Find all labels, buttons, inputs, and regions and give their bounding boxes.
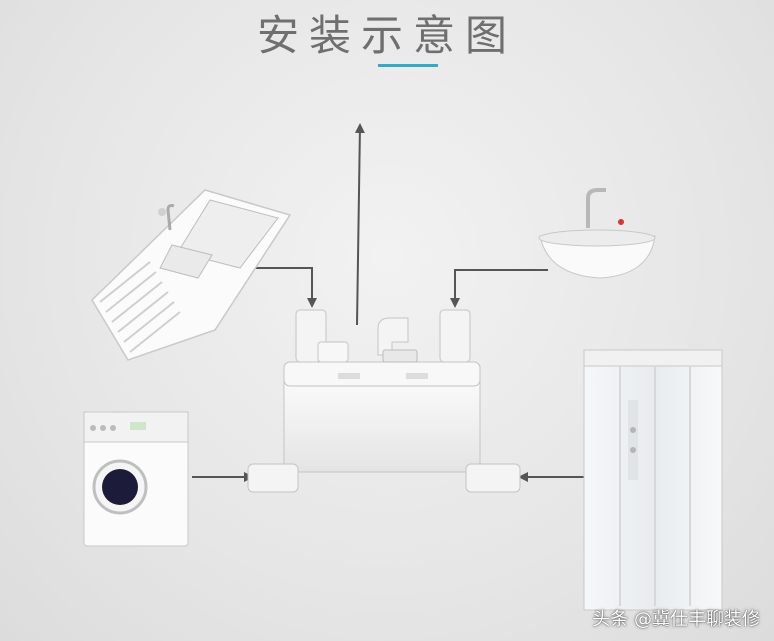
arrow-kitchen-sink [232,267,317,308]
watermark: 头条 @冀仕丰聊装修 [592,609,760,630]
kitchen-sink-icon [91,189,292,361]
title-underline [378,64,438,67]
arrow-outlet-up [354,123,365,326]
shower-cabin-icon [583,349,723,611]
page-title: 安装示意图 [256,11,517,60]
washbasin-icon [538,188,656,279]
washing-machine-icon [83,411,189,547]
macerator-pump-icon [247,309,521,493]
arrow-washbasin [450,269,548,308]
